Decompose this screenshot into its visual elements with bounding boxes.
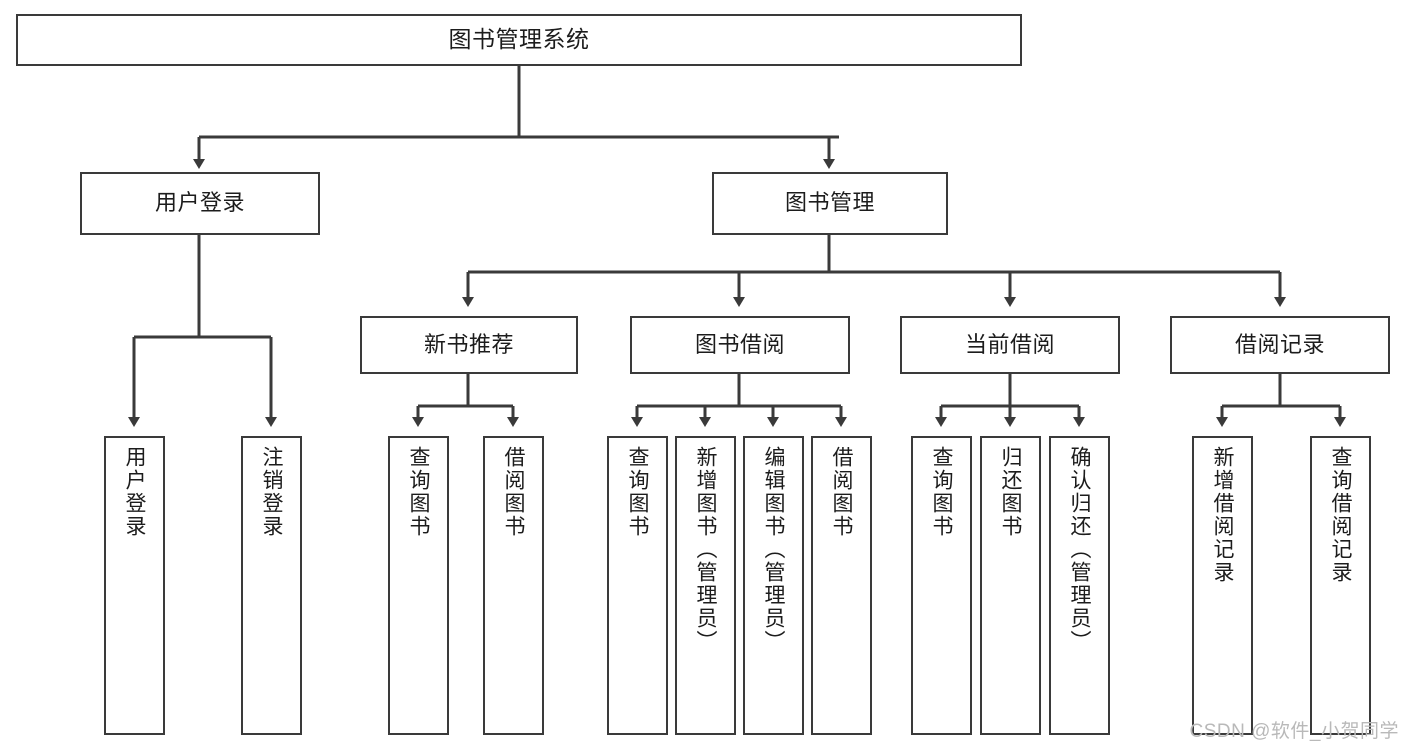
node-label: 编辑图书（管理员） <box>762 446 785 653</box>
node-label: 用户登录 <box>123 446 146 538</box>
node-current-borrow[interactable]: 当前借阅 <box>900 316 1120 374</box>
node-label: 确认归还（管理员） <box>1068 446 1091 653</box>
leaf-book-borrow-add[interactable]: 新增图书（管理员） <box>675 436 736 735</box>
watermark: CSDN @软件_小贺同学 <box>1189 721 1399 742</box>
node-label: 注销登录 <box>260 446 283 538</box>
node-label: 查询图书 <box>930 446 953 538</box>
node-label: 查询图书 <box>626 446 649 538</box>
leaf-current-borrow-query[interactable]: 查询图书 <box>911 436 972 735</box>
node-label: 归还图书 <box>999 446 1022 538</box>
leaf-current-borrow-return[interactable]: 归还图书 <box>980 436 1041 735</box>
leaf-new-book-query[interactable]: 查询图书 <box>388 436 449 735</box>
node-label: 查询图书 <box>407 446 430 538</box>
node-new-book-recommend[interactable]: 新书推荐 <box>360 316 578 374</box>
leaf-book-borrow-query[interactable]: 查询图书 <box>607 436 668 735</box>
leaf-new-book-borrow[interactable]: 借阅图书 <box>483 436 544 735</box>
node-label: 图书管理 <box>784 190 875 216</box>
node-borrow-record[interactable]: 借阅记录 <box>1170 316 1390 374</box>
node-book-borrow[interactable]: 图书借阅 <box>630 316 850 374</box>
node-user-login[interactable]: 用户登录 <box>80 172 320 235</box>
leaf-book-borrow-edit[interactable]: 编辑图书（管理员） <box>743 436 804 735</box>
node-label: 当前借阅 <box>964 331 1055 357</box>
leaf-book-borrow-borrow[interactable]: 借阅图书 <box>811 436 872 735</box>
node-label: 图书管理系统 <box>448 26 590 53</box>
node-label: 借阅记录 <box>1234 331 1325 357</box>
node-label: 新增图书（管理员） <box>694 446 717 653</box>
leaf-current-borrow-confirm-return[interactable]: 确认归还（管理员） <box>1049 436 1110 735</box>
node-label: 新书推荐 <box>423 331 514 357</box>
node-book-management[interactable]: 图书管理 <box>712 172 948 235</box>
node-root-book-management-system[interactable]: 图书管理系统 <box>16 14 1022 66</box>
node-label: 借阅图书 <box>830 446 853 538</box>
leaf-borrow-record-add[interactable]: 新增借阅记录 <box>1192 436 1253 735</box>
leaf-user-login-logout[interactable]: 注销登录 <box>241 436 302 735</box>
node-label: 借阅图书 <box>502 446 525 538</box>
leaf-borrow-record-query[interactable]: 查询借阅记录 <box>1310 436 1371 735</box>
node-label: 图书借阅 <box>694 331 785 357</box>
leaf-user-login-login[interactable]: 用户登录 <box>104 436 165 735</box>
node-label: 用户登录 <box>154 190 245 216</box>
node-label: 查询借阅记录 <box>1329 446 1352 584</box>
node-label: 新增借阅记录 <box>1211 446 1234 584</box>
